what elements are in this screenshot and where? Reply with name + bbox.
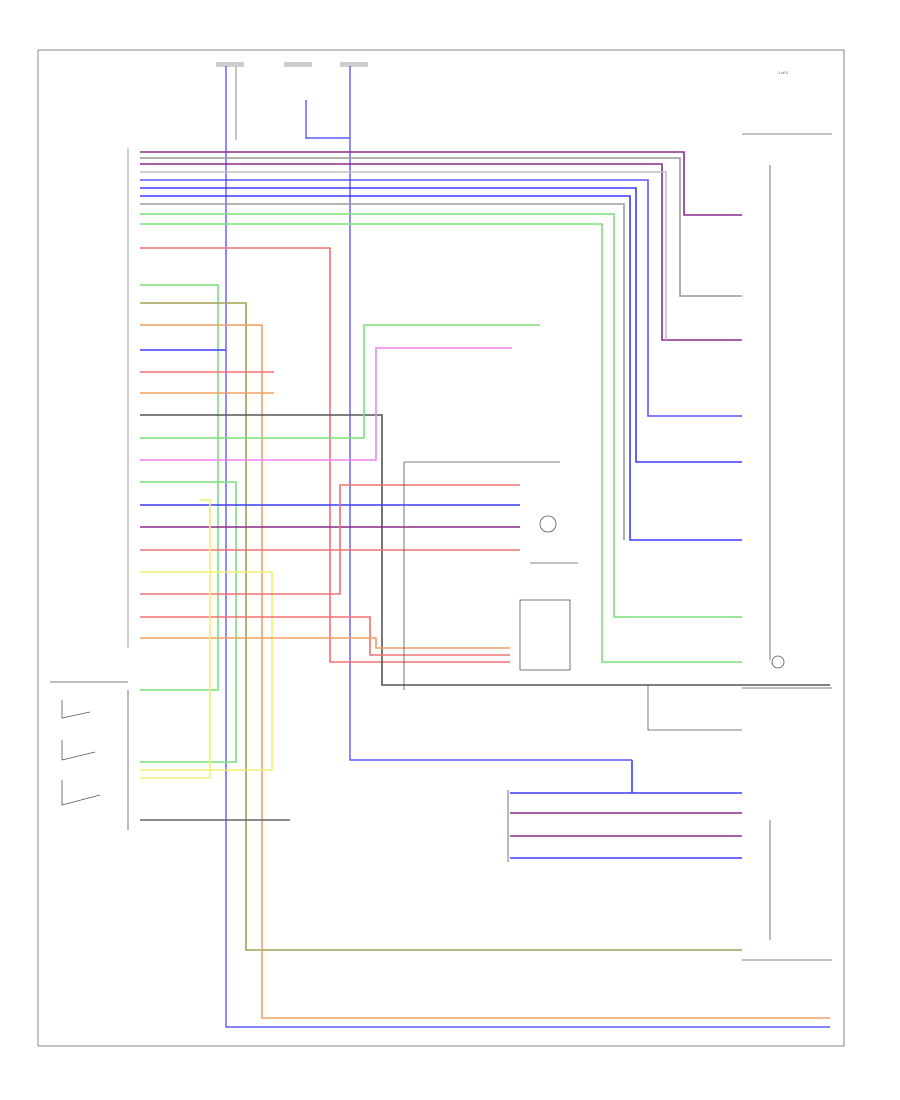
center-control-unit [403,461,578,690]
diagram-frame [37,49,845,1047]
bottom-right-module [430,759,832,961]
fuse-feeds [225,66,830,1028]
lower-left-switch-module [50,681,290,830]
corner-label: 1 of 2 [778,70,789,75]
right-switch-column [647,165,832,731]
middle-harness-wires [140,284,830,1019]
fuse-block [216,62,368,67]
top-harness-wires [140,151,742,663]
